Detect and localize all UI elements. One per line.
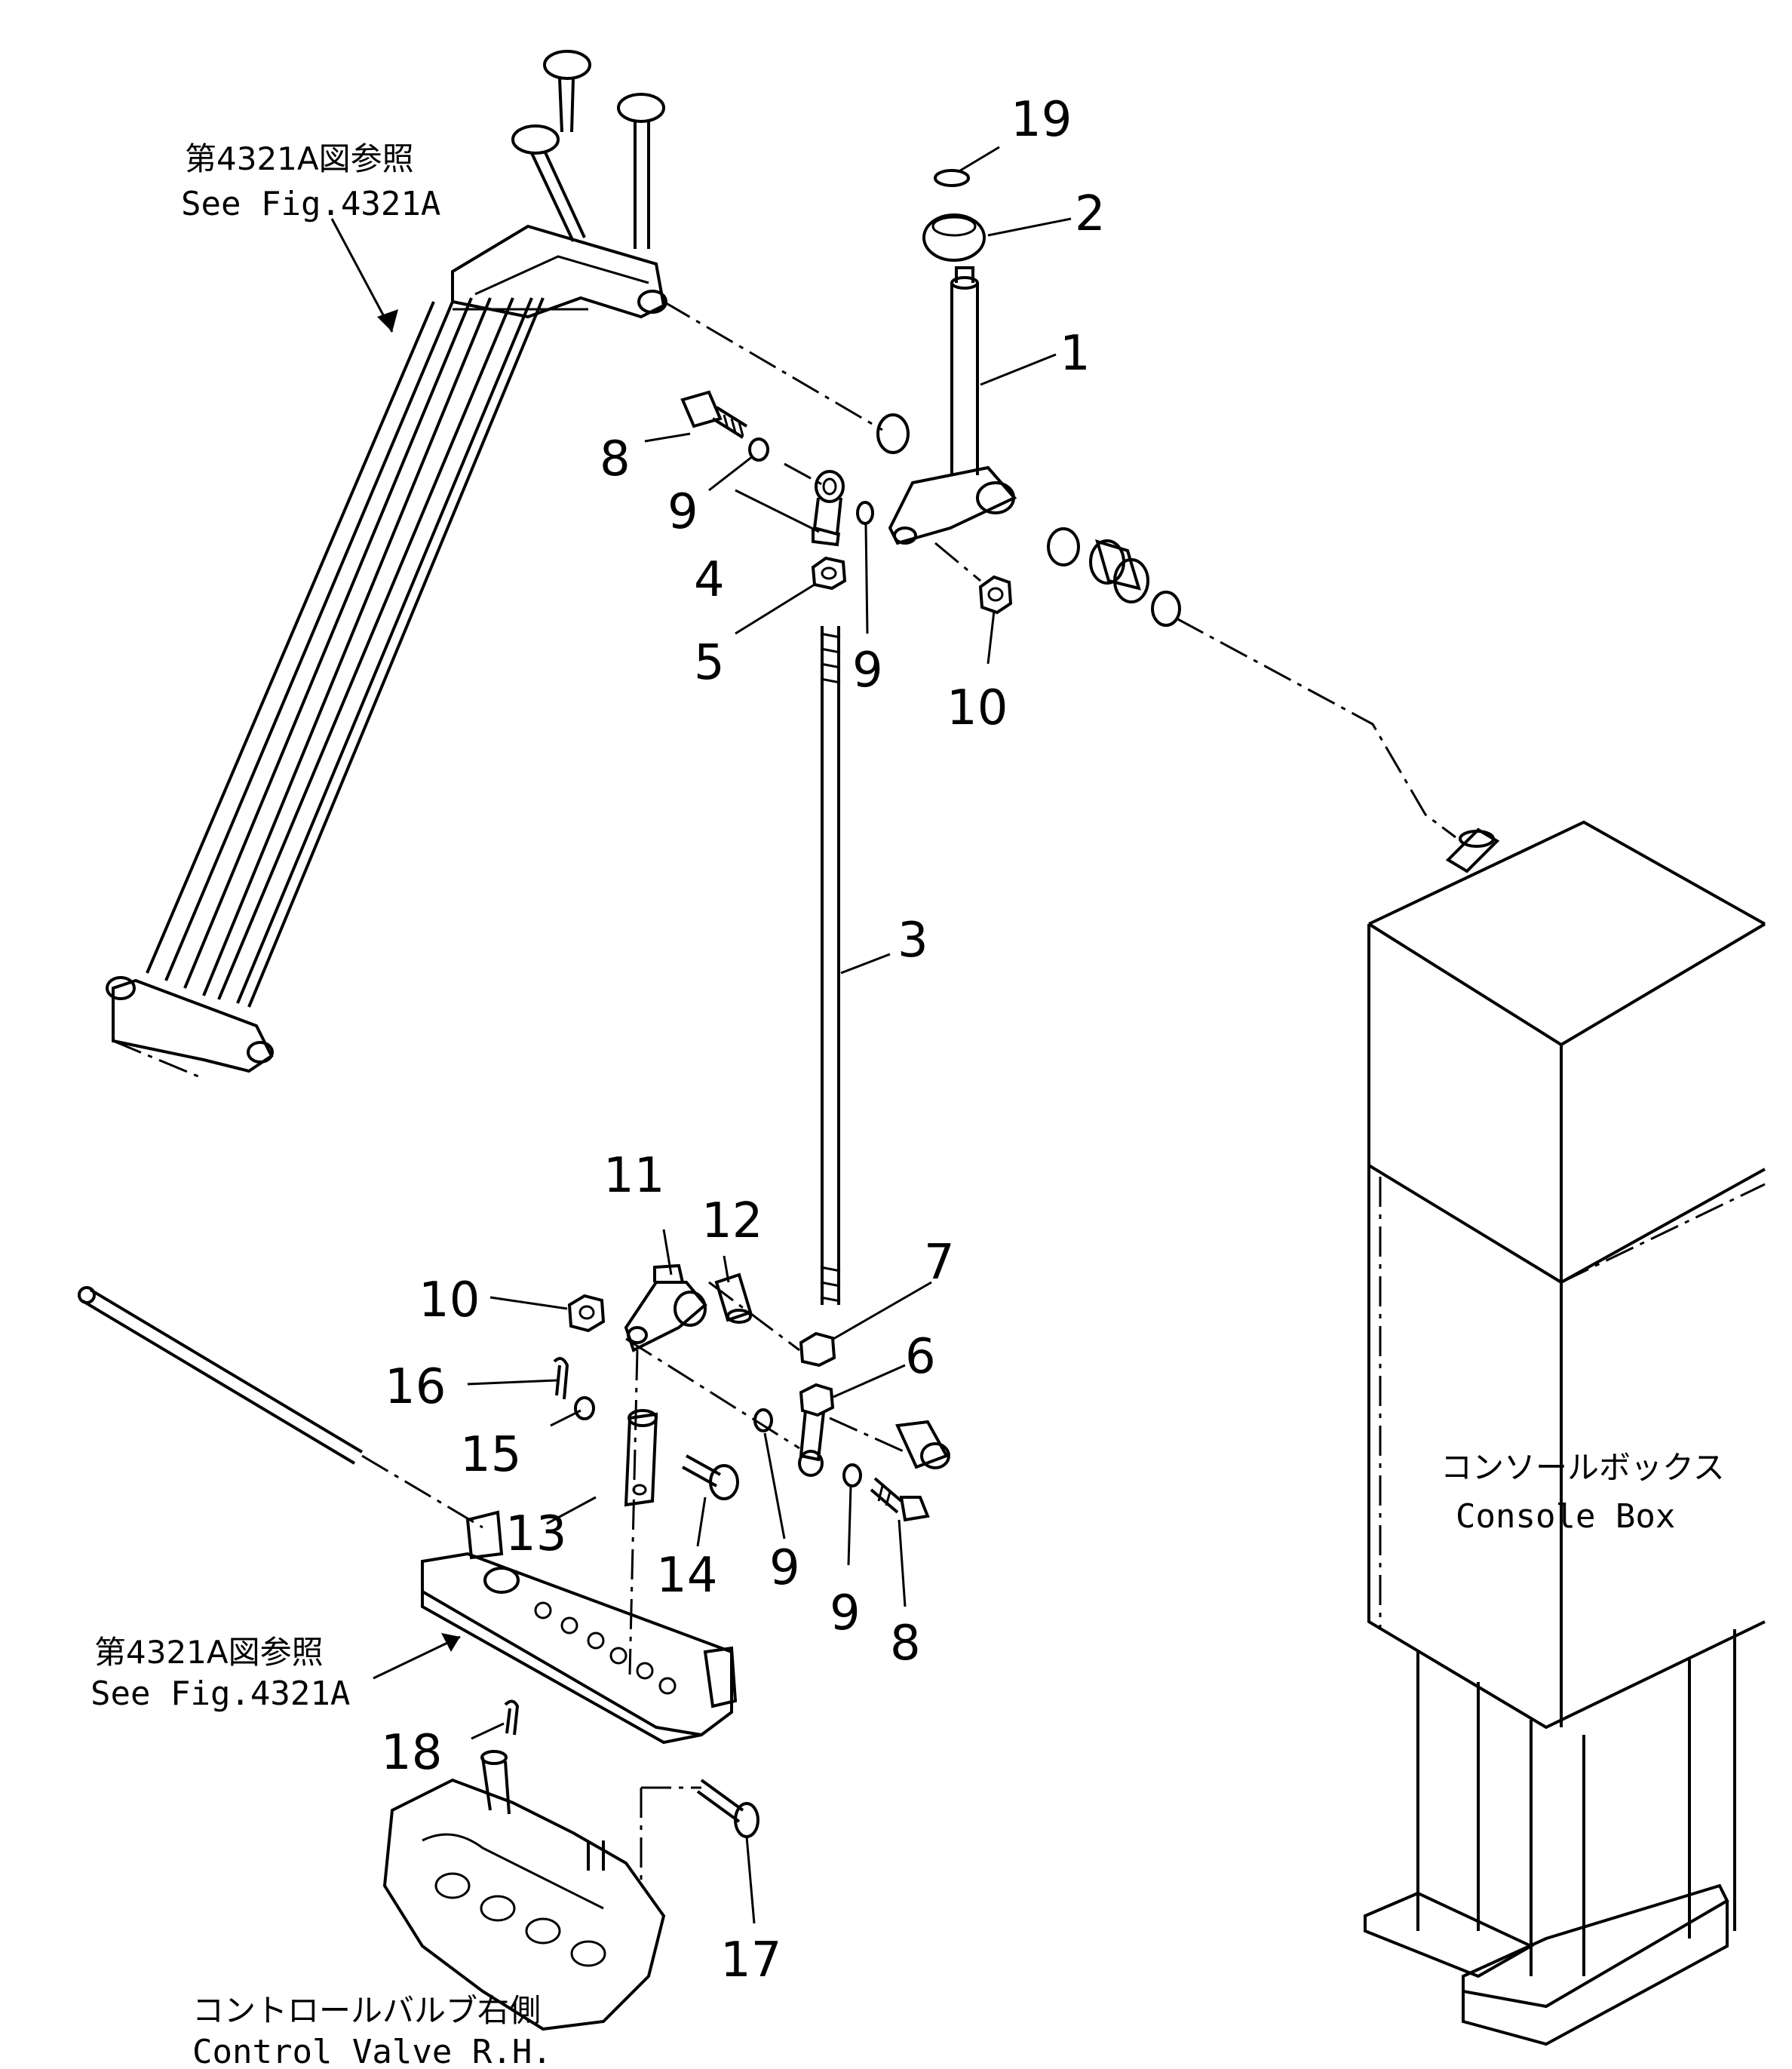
console-box-jp: コンソールボックス xyxy=(1441,1449,1725,1486)
bolt-8-lower xyxy=(870,1477,930,1522)
lower-plate xyxy=(421,1510,738,1745)
rod-end-4 xyxy=(812,470,845,547)
washer-9-lower-left xyxy=(753,1408,773,1432)
washer-9-lower-right xyxy=(842,1463,862,1487)
cross-rod xyxy=(78,1286,483,1529)
upper-lever-assembly xyxy=(106,50,667,1080)
callout-9-lower-b: 9 xyxy=(830,1586,861,1641)
pin-17 xyxy=(696,1779,759,1838)
rod-3 xyxy=(820,626,841,1305)
callout-9-upper-b: 9 xyxy=(852,643,883,698)
callout-3: 3 xyxy=(898,913,928,969)
control-valve-jp: コントロールバルブ右側 xyxy=(192,1992,541,2029)
cotter-pin-18 xyxy=(504,1699,520,1736)
upper-reference-arrowhead xyxy=(377,309,398,332)
lower-reference-arrow xyxy=(373,1635,461,1680)
callout-14: 14 xyxy=(656,1548,717,1604)
upper-reference-arrow xyxy=(330,218,394,333)
lower-reference-arrowhead xyxy=(441,1633,460,1652)
callout-2: 2 xyxy=(1075,186,1106,242)
clevis-13 xyxy=(624,1409,658,1507)
callout-19: 19 xyxy=(1011,92,1072,148)
upper-reference-en: See Fig.4321A xyxy=(181,185,440,223)
callout-10-upper: 10 xyxy=(947,680,1008,736)
callout-15: 15 xyxy=(460,1427,521,1483)
console-box-en: Console Box xyxy=(1456,1497,1675,1536)
washer-end xyxy=(1151,591,1181,627)
callout-9-upper-a: 9 xyxy=(667,484,698,540)
callout-1: 1 xyxy=(1060,326,1091,382)
callout-9-lower-a: 9 xyxy=(769,1540,800,1596)
nut-5 xyxy=(811,556,847,591)
washer-left-of-pivot xyxy=(876,413,910,454)
control-valve-en: Control Valve R.H. xyxy=(192,2033,552,2069)
lever-1 xyxy=(888,266,1017,545)
cotter-pin-16 xyxy=(553,1357,569,1400)
console-box xyxy=(1364,820,1766,2046)
pin-12 xyxy=(714,1272,753,1324)
callout-12: 12 xyxy=(701,1193,763,1249)
lower-reference-en: See Fig.4321A xyxy=(91,1675,350,1713)
bolt-8-upper xyxy=(680,390,748,439)
cap-19 xyxy=(934,169,970,187)
callout-11: 11 xyxy=(603,1148,664,1204)
collar xyxy=(895,1420,950,1469)
callout-4: 4 xyxy=(694,552,725,608)
washer-right-of-pivot xyxy=(1047,527,1080,566)
nut-7 xyxy=(799,1331,836,1368)
knob-2 xyxy=(922,213,986,262)
rod-end-6 xyxy=(798,1383,835,1477)
callout-17: 17 xyxy=(720,1932,781,1988)
callout-5: 5 xyxy=(694,635,725,691)
callout-8-upper: 8 xyxy=(600,431,631,487)
callout-18: 18 xyxy=(381,1725,442,1781)
bushing xyxy=(1089,539,1149,603)
washer-9-upper-left xyxy=(748,437,769,462)
lower-reference-jp: 第4321A図参照 xyxy=(94,1634,324,1671)
callout-13: 13 xyxy=(505,1506,566,1562)
washer-15 xyxy=(574,1396,595,1420)
upper-reference-jp: 第4321A図参照 xyxy=(185,140,414,177)
pin-14 xyxy=(682,1454,739,1500)
callout-16: 16 xyxy=(385,1359,446,1415)
nut-10-upper xyxy=(978,575,1013,615)
arm-11 xyxy=(624,1263,707,1352)
nut-10-lower xyxy=(567,1294,606,1333)
callout-8-lower: 8 xyxy=(890,1616,921,1671)
callout-10-lower: 10 xyxy=(419,1272,480,1328)
callout-7: 7 xyxy=(924,1235,955,1291)
callout-6: 6 xyxy=(905,1329,936,1385)
control-valve xyxy=(382,1750,666,2031)
washer-9-upper-right xyxy=(856,501,874,525)
